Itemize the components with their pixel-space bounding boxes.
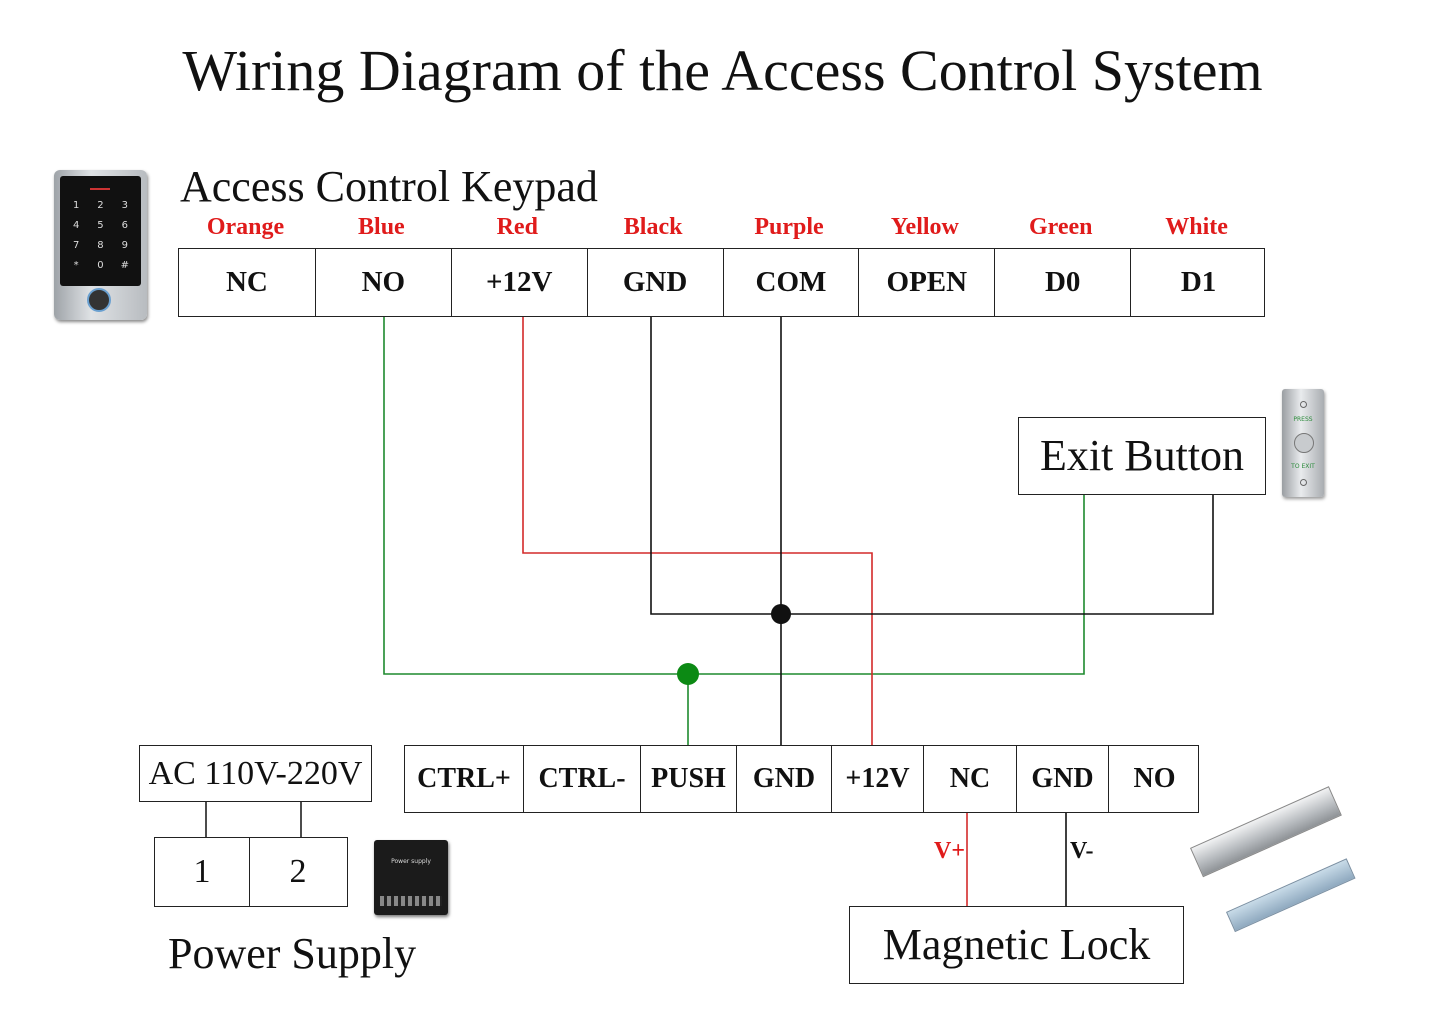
keypad-led: [90, 188, 110, 190]
terminal-strip-icon: [380, 896, 442, 906]
magnetic-lock-label: Magnetic Lock: [882, 920, 1151, 969]
controller-terminal: PUSH: [640, 746, 736, 812]
controller-terminal: CTRL+: [417, 763, 511, 794]
keypad-key: 5: [97, 220, 104, 231]
keypad-terminal: NO: [314, 249, 451, 316]
power-supply-device: Power supply: [374, 840, 448, 915]
to-exit-text: TO EXIT: [1291, 463, 1315, 470]
wire-color-purple: Purple: [754, 214, 824, 240]
screw-icon: [1300, 401, 1307, 408]
green-wire-keypad-no: [383, 317, 688, 675]
keypad-key: 8: [97, 240, 104, 251]
keypad-key: #: [120, 260, 130, 271]
controller-terminal: GND: [736, 746, 831, 812]
ac-input-label: AC 110V-220V: [148, 754, 363, 792]
psu-terminal: 2: [249, 838, 346, 906]
push-button-icon: [1294, 433, 1314, 453]
keypad-terminal: D0: [994, 249, 1130, 316]
keypad-device: 1 2 3 4 5 6 7 8 9 * 0 #: [54, 170, 147, 320]
wire-color-red: Red: [496, 214, 538, 240]
keypad-key: 7: [72, 240, 80, 251]
keypad-key: 0: [97, 260, 104, 271]
green-junction: [677, 663, 699, 685]
controller-terminal: GND: [1016, 746, 1108, 812]
lock-armature-plate: [1226, 858, 1356, 933]
wire-color-orange: Orange: [206, 214, 285, 240]
keypad-terminal: OPEN: [858, 249, 994, 316]
keypad-terminal: NC: [225, 266, 268, 298]
power-supply-device-text: Power supply: [391, 858, 431, 865]
v-minus-label: V-: [1070, 838, 1094, 864]
keypad-keys: 1 2 3 4 5 6 7 8 9 * 0 #: [64, 200, 137, 271]
controller-terminal: +12V: [831, 746, 923, 812]
magnetic-lock-device: [1188, 786, 1356, 940]
controller-terminal: CTRL-: [523, 746, 640, 812]
page-title: Wiring Diagram of the Access Control Sys…: [182, 38, 1263, 103]
power-supply-label: Power Supply: [168, 929, 417, 978]
keypad-key: 1: [72, 200, 80, 211]
psu-terminal: 1: [193, 853, 211, 890]
keypad-key: 6: [121, 220, 129, 231]
wire-color-black: Black: [623, 214, 683, 240]
wire-color-blue: Blue: [358, 214, 405, 240]
keypad-key: 9: [121, 240, 129, 251]
black-wire-gnd: [650, 317, 1214, 615]
wire-color-yellow: Yellow: [890, 214, 959, 240]
wire-color-white: White: [1165, 214, 1228, 240]
exit-button-box: Exit Button: [1018, 417, 1266, 495]
keypad-key: 4: [72, 220, 80, 231]
keypad-key: 2: [97, 200, 104, 211]
keypad-terminal: GND: [586, 249, 723, 316]
exit-button-label: Exit Button: [1039, 431, 1245, 480]
ac-input-box: AC 110V-220V: [139, 745, 372, 802]
keypad-terminal: COM: [722, 249, 859, 316]
v-plus-label: V+: [934, 838, 966, 864]
fingerprint-icon: [87, 288, 111, 312]
red-wire-12v: [522, 317, 873, 745]
keypad-terminal: D1: [1130, 249, 1266, 316]
keypad-terminal: +12V: [450, 249, 587, 316]
magnetic-lock-box: Magnetic Lock: [849, 906, 1184, 984]
screw-icon: [1300, 479, 1307, 486]
controller-terminal: NO: [1108, 746, 1200, 812]
wire-color-green: Green: [1028, 214, 1093, 240]
exit-button-device: PRESS TO EXIT: [1282, 389, 1324, 497]
keypad-key: 3: [121, 200, 129, 211]
press-text: PRESS: [1293, 416, 1313, 423]
keypad-key: *: [73, 260, 79, 271]
controller-terminal: NC: [923, 746, 1016, 812]
black-junction: [771, 604, 791, 624]
keypad-label: Access Control Keypad: [180, 162, 598, 211]
green-wire-exit-button: [688, 495, 1085, 675]
